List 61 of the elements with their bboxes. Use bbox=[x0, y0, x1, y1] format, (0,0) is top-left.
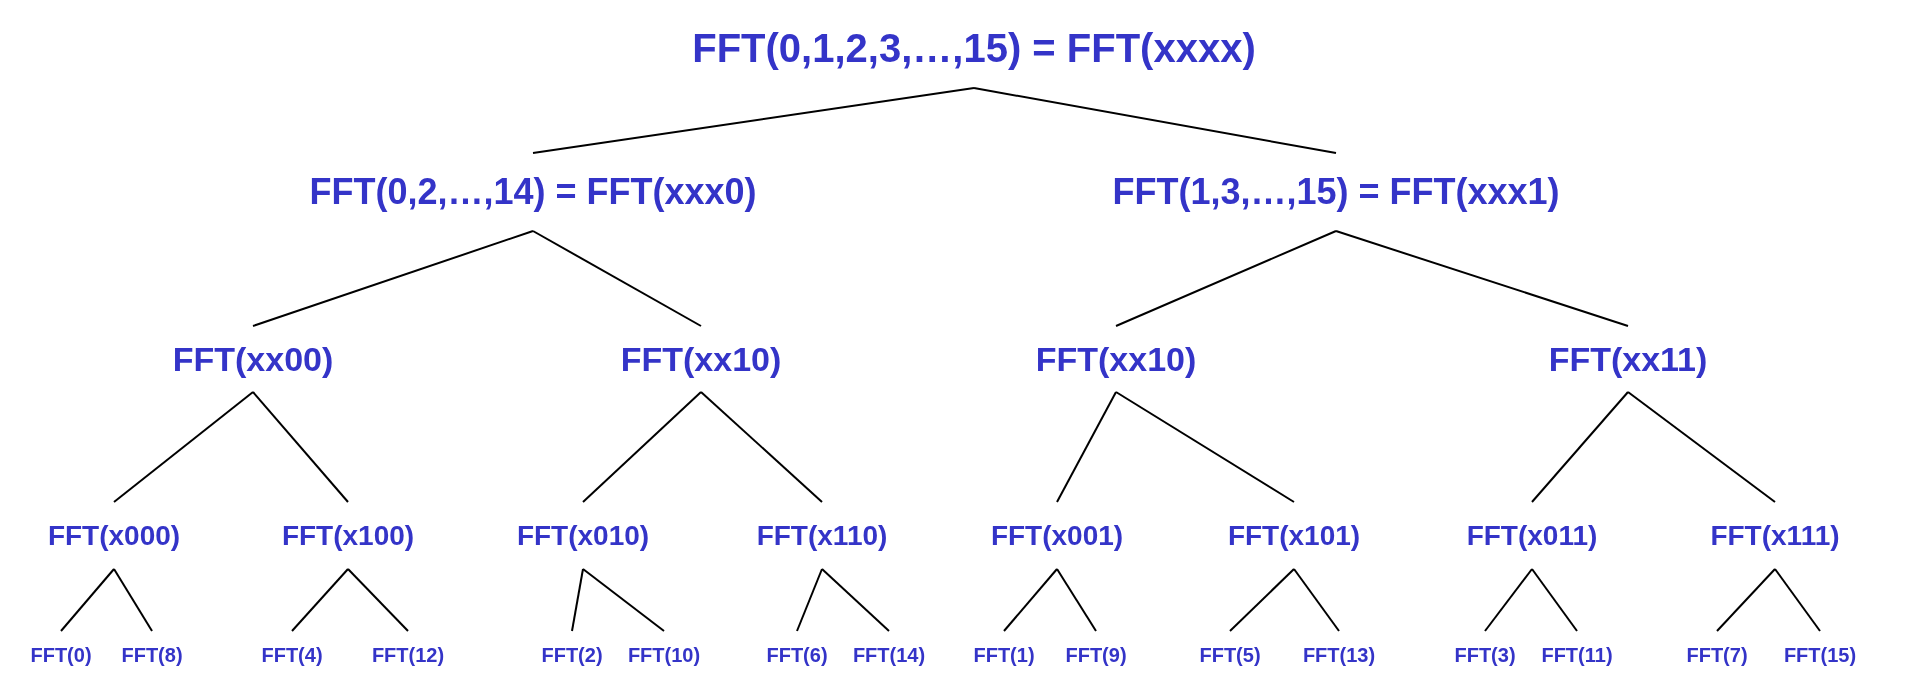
tree-branch-line bbox=[571, 568, 584, 632]
tree-branch-line bbox=[532, 87, 975, 154]
tree-branch-line bbox=[973, 87, 1337, 154]
tree-branch-line bbox=[1056, 568, 1097, 632]
tree-branch-line bbox=[1003, 568, 1058, 632]
tree-node-label: FFT(1) bbox=[973, 631, 1035, 680]
tree-node-label: FFT(13) bbox=[1302, 631, 1376, 680]
tree-branch-line bbox=[347, 568, 409, 632]
tree-branch-line bbox=[1056, 391, 1117, 503]
tree-node-label: FFT(12) bbox=[371, 631, 445, 680]
tree-node-label: FFT(x010) bbox=[516, 502, 650, 569]
tree-node-label: FFT(0) bbox=[30, 631, 92, 680]
tree-branch-line bbox=[1531, 391, 1629, 503]
tree-branch-line bbox=[252, 230, 534, 327]
tree-node-label: FFT(2) bbox=[541, 631, 603, 680]
tree-node-label: FFT(10) bbox=[627, 631, 701, 680]
tree-node-label: FFT(x001) bbox=[990, 502, 1124, 569]
tree-node-label: FFT(4) bbox=[261, 631, 323, 680]
tree-node-label: FFT(0,1,2,3,…,15) = FFT(xxxx) bbox=[692, 8, 1256, 88]
tree-node-label: FFT(xx00) bbox=[172, 326, 334, 392]
tree-node-label: FFT(9) bbox=[1065, 631, 1127, 680]
tree-node-label: FFT(xx10) bbox=[1035, 326, 1197, 392]
tree-node-label: FFT(5) bbox=[1199, 631, 1261, 680]
tree-node-label: FFT(14) bbox=[852, 631, 926, 680]
tree-branch-line bbox=[1115, 230, 1337, 327]
tree-branch-line bbox=[1229, 568, 1295, 632]
tree-node-label: FFT(1,3,…,15) = FFT(xxx1) bbox=[1112, 153, 1560, 231]
tree-branch-line bbox=[113, 568, 153, 632]
tree-branch-line bbox=[532, 230, 702, 327]
tree-node-label: FFT(0,2,…,14) = FFT(xxx0) bbox=[309, 153, 757, 231]
tree-branch-line bbox=[1293, 568, 1340, 632]
tree-branch-line bbox=[1627, 391, 1776, 503]
tree-branch-line bbox=[1115, 391, 1295, 503]
tree-node-label: FFT(xx10) bbox=[620, 326, 782, 392]
tree-branch-line bbox=[1716, 568, 1776, 632]
tree-branch-line bbox=[252, 391, 349, 503]
tree-node-label: FFT(8) bbox=[121, 631, 183, 680]
tree-branch-line bbox=[113, 391, 254, 503]
tree-node-label: FFT(xx11) bbox=[1548, 326, 1708, 392]
tree-node-label: FFT(7) bbox=[1686, 631, 1748, 680]
tree-branch-line bbox=[821, 568, 890, 632]
tree-branch-line bbox=[796, 568, 823, 632]
tree-branch-line bbox=[582, 391, 702, 503]
tree-node-label: FFT(x101) bbox=[1227, 502, 1361, 569]
tree-node-label: FFT(x000) bbox=[47, 502, 181, 569]
tree-branch-line bbox=[700, 391, 823, 503]
tree-node-label: FFT(x110) bbox=[756, 502, 888, 569]
tree-branch-line bbox=[1774, 568, 1821, 632]
tree-branch-line bbox=[60, 568, 115, 632]
tree-node-label: FFT(x011) bbox=[1466, 502, 1598, 569]
tree-node-label: FFT(11) bbox=[1541, 631, 1613, 680]
tree-node-label: FFT(15) bbox=[1783, 631, 1857, 680]
tree-node-label: FFT(x100) bbox=[281, 502, 415, 569]
tree-branch-line bbox=[1335, 230, 1629, 327]
tree-branch-line bbox=[1484, 568, 1533, 632]
tree-node-label: FFT(3) bbox=[1454, 631, 1516, 680]
tree-node-label: FFT(x111) bbox=[1710, 502, 1840, 569]
tree-node-label: FFT(6) bbox=[766, 631, 828, 680]
tree-branch-line bbox=[582, 568, 665, 632]
tree-branch-line bbox=[1531, 568, 1578, 632]
tree-branch-line bbox=[291, 568, 349, 632]
